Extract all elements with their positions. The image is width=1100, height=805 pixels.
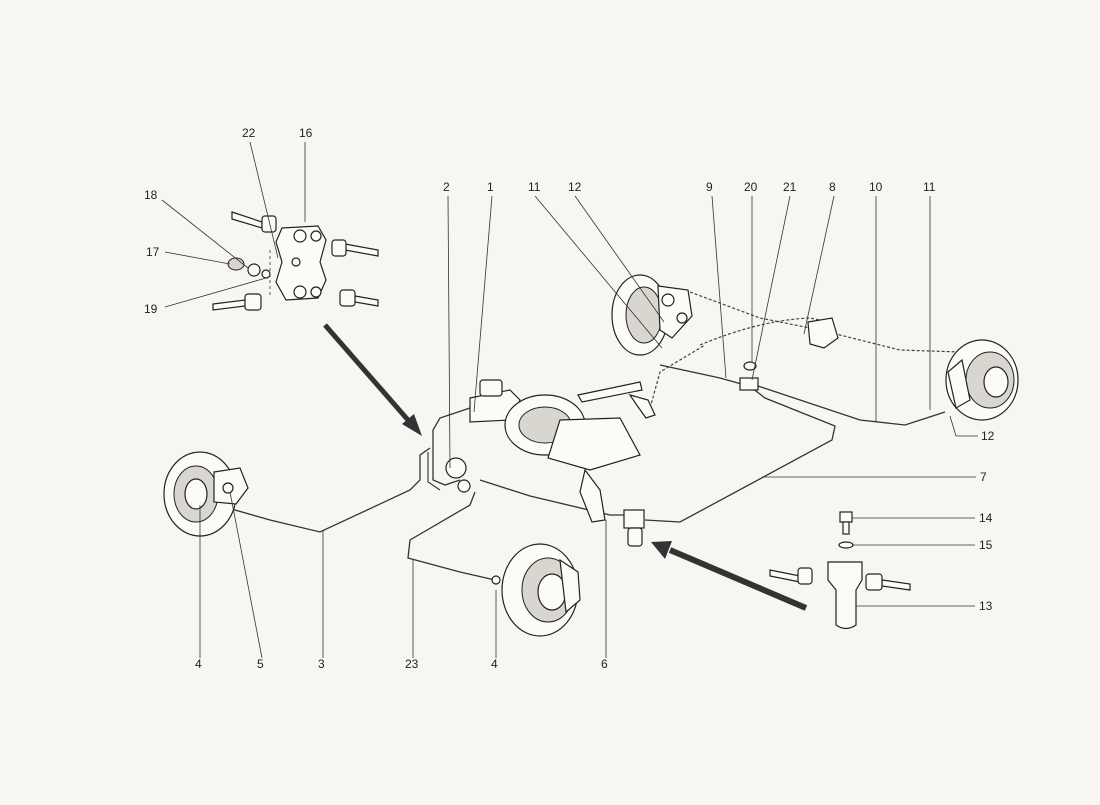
- callout-22: 22: [242, 126, 256, 140]
- callout-4-left: 4: [195, 657, 202, 671]
- callout-11-right: 11: [923, 180, 936, 194]
- callout-17: 17: [146, 245, 160, 259]
- callout-21: 21: [783, 180, 797, 194]
- handbrake-cables: [649, 291, 961, 409]
- callout-labels: 16 22 18 17 19 2 1 11 12 9 20 21 8 10 11…: [144, 126, 995, 671]
- brake-pipes: [197, 364, 946, 581]
- callout-12-left: 12: [568, 180, 582, 194]
- leader-lines: [161, 141, 978, 659]
- rear-junction: [739, 317, 839, 391]
- callout-14: 14: [979, 511, 993, 525]
- valve-16-exploded: [212, 211, 379, 311]
- callout-4-right: 4: [491, 657, 498, 671]
- direction-arrow-upper: [323, 323, 422, 436]
- front-left-disc: [163, 451, 249, 537]
- callout-7: 7: [980, 470, 987, 484]
- pressure-switch-13: [769, 511, 911, 630]
- callout-12-right: 12: [981, 429, 995, 443]
- callout-10: 10: [869, 180, 883, 194]
- callout-13: 13: [979, 599, 993, 613]
- callout-9: 9: [706, 180, 713, 194]
- callout-8: 8: [829, 180, 836, 194]
- rear-left-disc: [611, 274, 693, 356]
- callout-15: 15: [979, 538, 993, 552]
- callout-6: 6: [601, 657, 608, 671]
- callout-3: 3: [318, 657, 325, 671]
- front-right-disc: [491, 543, 581, 637]
- callout-20: 20: [744, 180, 758, 194]
- rear-right-disc: [945, 339, 1019, 421]
- direction-arrow-lower: [651, 541, 808, 611]
- callout-18: 18: [144, 188, 158, 202]
- callout-1: 1: [487, 180, 494, 194]
- callout-19: 19: [144, 302, 158, 316]
- handbrake-lever: [577, 381, 656, 419]
- callout-2: 2: [443, 180, 450, 194]
- callout-23: 23: [405, 657, 419, 671]
- valve-6: [623, 509, 645, 547]
- master-cylinder-booster: [445, 379, 641, 523]
- callout-16: 16: [299, 126, 313, 140]
- callout-5: 5: [257, 657, 264, 671]
- callout-11-left: 11: [528, 180, 541, 194]
